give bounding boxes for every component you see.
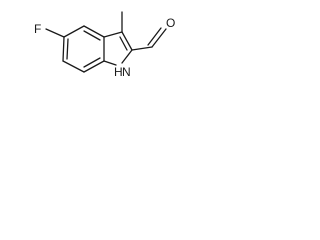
fluorine-label: F [34, 22, 41, 36]
bond-c2-aldehyde [131, 46, 153, 51]
benzene-ring [62, 25, 105, 73]
bond-c7-c7a [83, 60, 105, 73]
nh-nitrogen-label: N [122, 65, 131, 79]
bond-c5-fluorine [45, 28, 65, 38]
structure-diagram: F H N O [34, 11, 175, 79]
oxygen-label: O [166, 16, 175, 30]
substituents [45, 11, 167, 51]
bond-n1-c7a [103, 60, 117, 66]
bond-c2-n1 [121, 49, 133, 64]
bond-c3a-c4 [83, 25, 105, 38]
bond-c5-c6-inner [66, 38, 69, 60]
bond-c4-c5 [63, 25, 85, 38]
bond-c3a-c4-inner [83, 30, 101, 41]
bond-c3-c2-inner [119, 36, 128, 51]
bond-aldehyde-carbonyl-inner [147, 27, 162, 46]
pyrrole-ring [103, 31, 133, 66]
bond-c5-c6 [62, 36, 65, 62]
bond-aldehyde-carbonyl [151, 28, 167, 48]
nh-hydrogen-label: H [114, 65, 123, 79]
bond-c3-c2 [121, 31, 133, 51]
bond-c7-c7a-inner [83, 57, 101, 68]
bond-c6-c7 [62, 60, 85, 73]
bond-c3a-c3 [103, 31, 123, 38]
